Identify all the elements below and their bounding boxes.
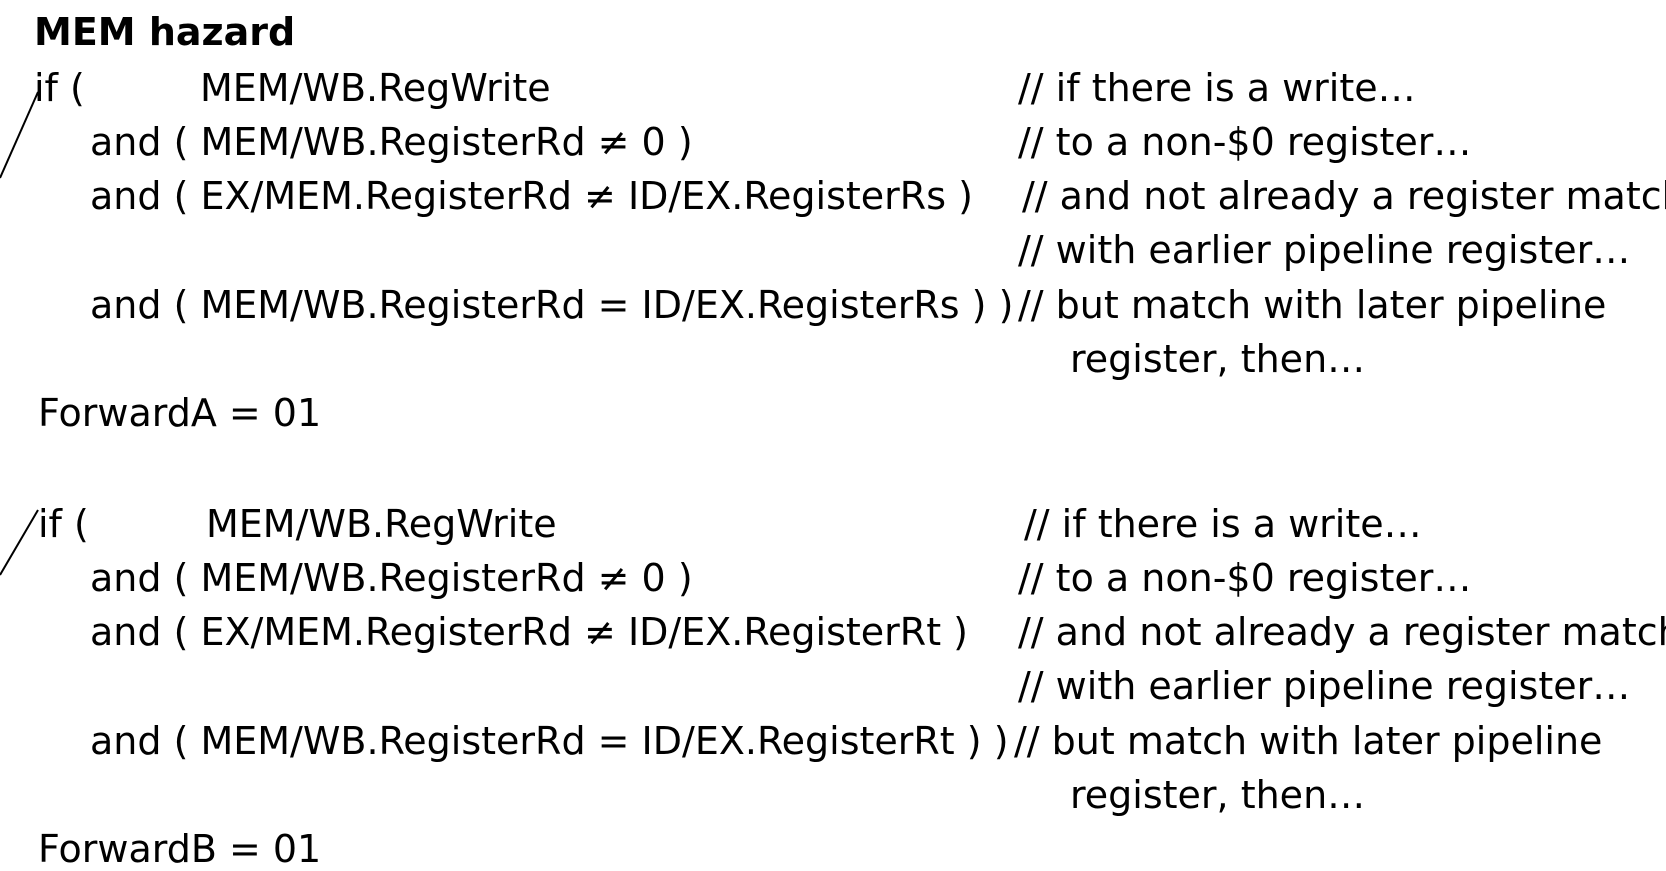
comment-line: // to a non-$0 register… [1018, 556, 1472, 600]
annotation-stroke-2 [0, 509, 39, 576]
comment-line: // if there is a write… [1024, 502, 1422, 546]
condition-line: and ( MEM/WB.RegisterRd ≠ 0 ) [90, 120, 693, 164]
comment-line: register, then… [1070, 773, 1366, 817]
forward-assignment: ForwardA = 01 [38, 391, 322, 435]
comment-line: // with earlier pipeline register… [1018, 228, 1631, 272]
comment-line: // and not already a register match [1018, 610, 1666, 654]
condition-line: and ( MEM/WB.RegisterRd ≠ 0 ) [90, 556, 693, 600]
comment-line: // but match with later pipeline [1014, 719, 1603, 763]
comment-line: // with earlier pipeline register… [1018, 664, 1631, 708]
comment-line: // and not already a register match [1022, 174, 1666, 218]
condition-line: MEM/WB.RegWrite [200, 66, 551, 110]
condition-line: and ( EX/MEM.RegisterRd ≠ ID/EX.Register… [90, 610, 969, 654]
condition-line: and ( EX/MEM.RegisterRd ≠ ID/EX.Register… [90, 174, 973, 218]
if-keyword: if ( [34, 66, 85, 110]
condition-line: and ( MEM/WB.RegisterRd = ID/EX.Register… [90, 283, 1014, 327]
comment-line: // to a non-$0 register… [1018, 120, 1472, 164]
condition-line: and ( MEM/WB.RegisterRd = ID/EX.Register… [90, 719, 1009, 763]
condition-line: MEM/WB.RegWrite [206, 502, 557, 546]
forward-assignment: ForwardB = 01 [38, 827, 322, 871]
slide-title: MEM hazard [34, 10, 296, 54]
comment-line: // but match with later pipeline [1018, 283, 1607, 327]
comment-line: register, then… [1070, 337, 1366, 381]
comment-line: // if there is a write… [1018, 66, 1416, 110]
annotation-stroke-1 [0, 91, 39, 179]
if-keyword: if ( [38, 502, 89, 546]
annotation-strokes [0, 91, 39, 576]
